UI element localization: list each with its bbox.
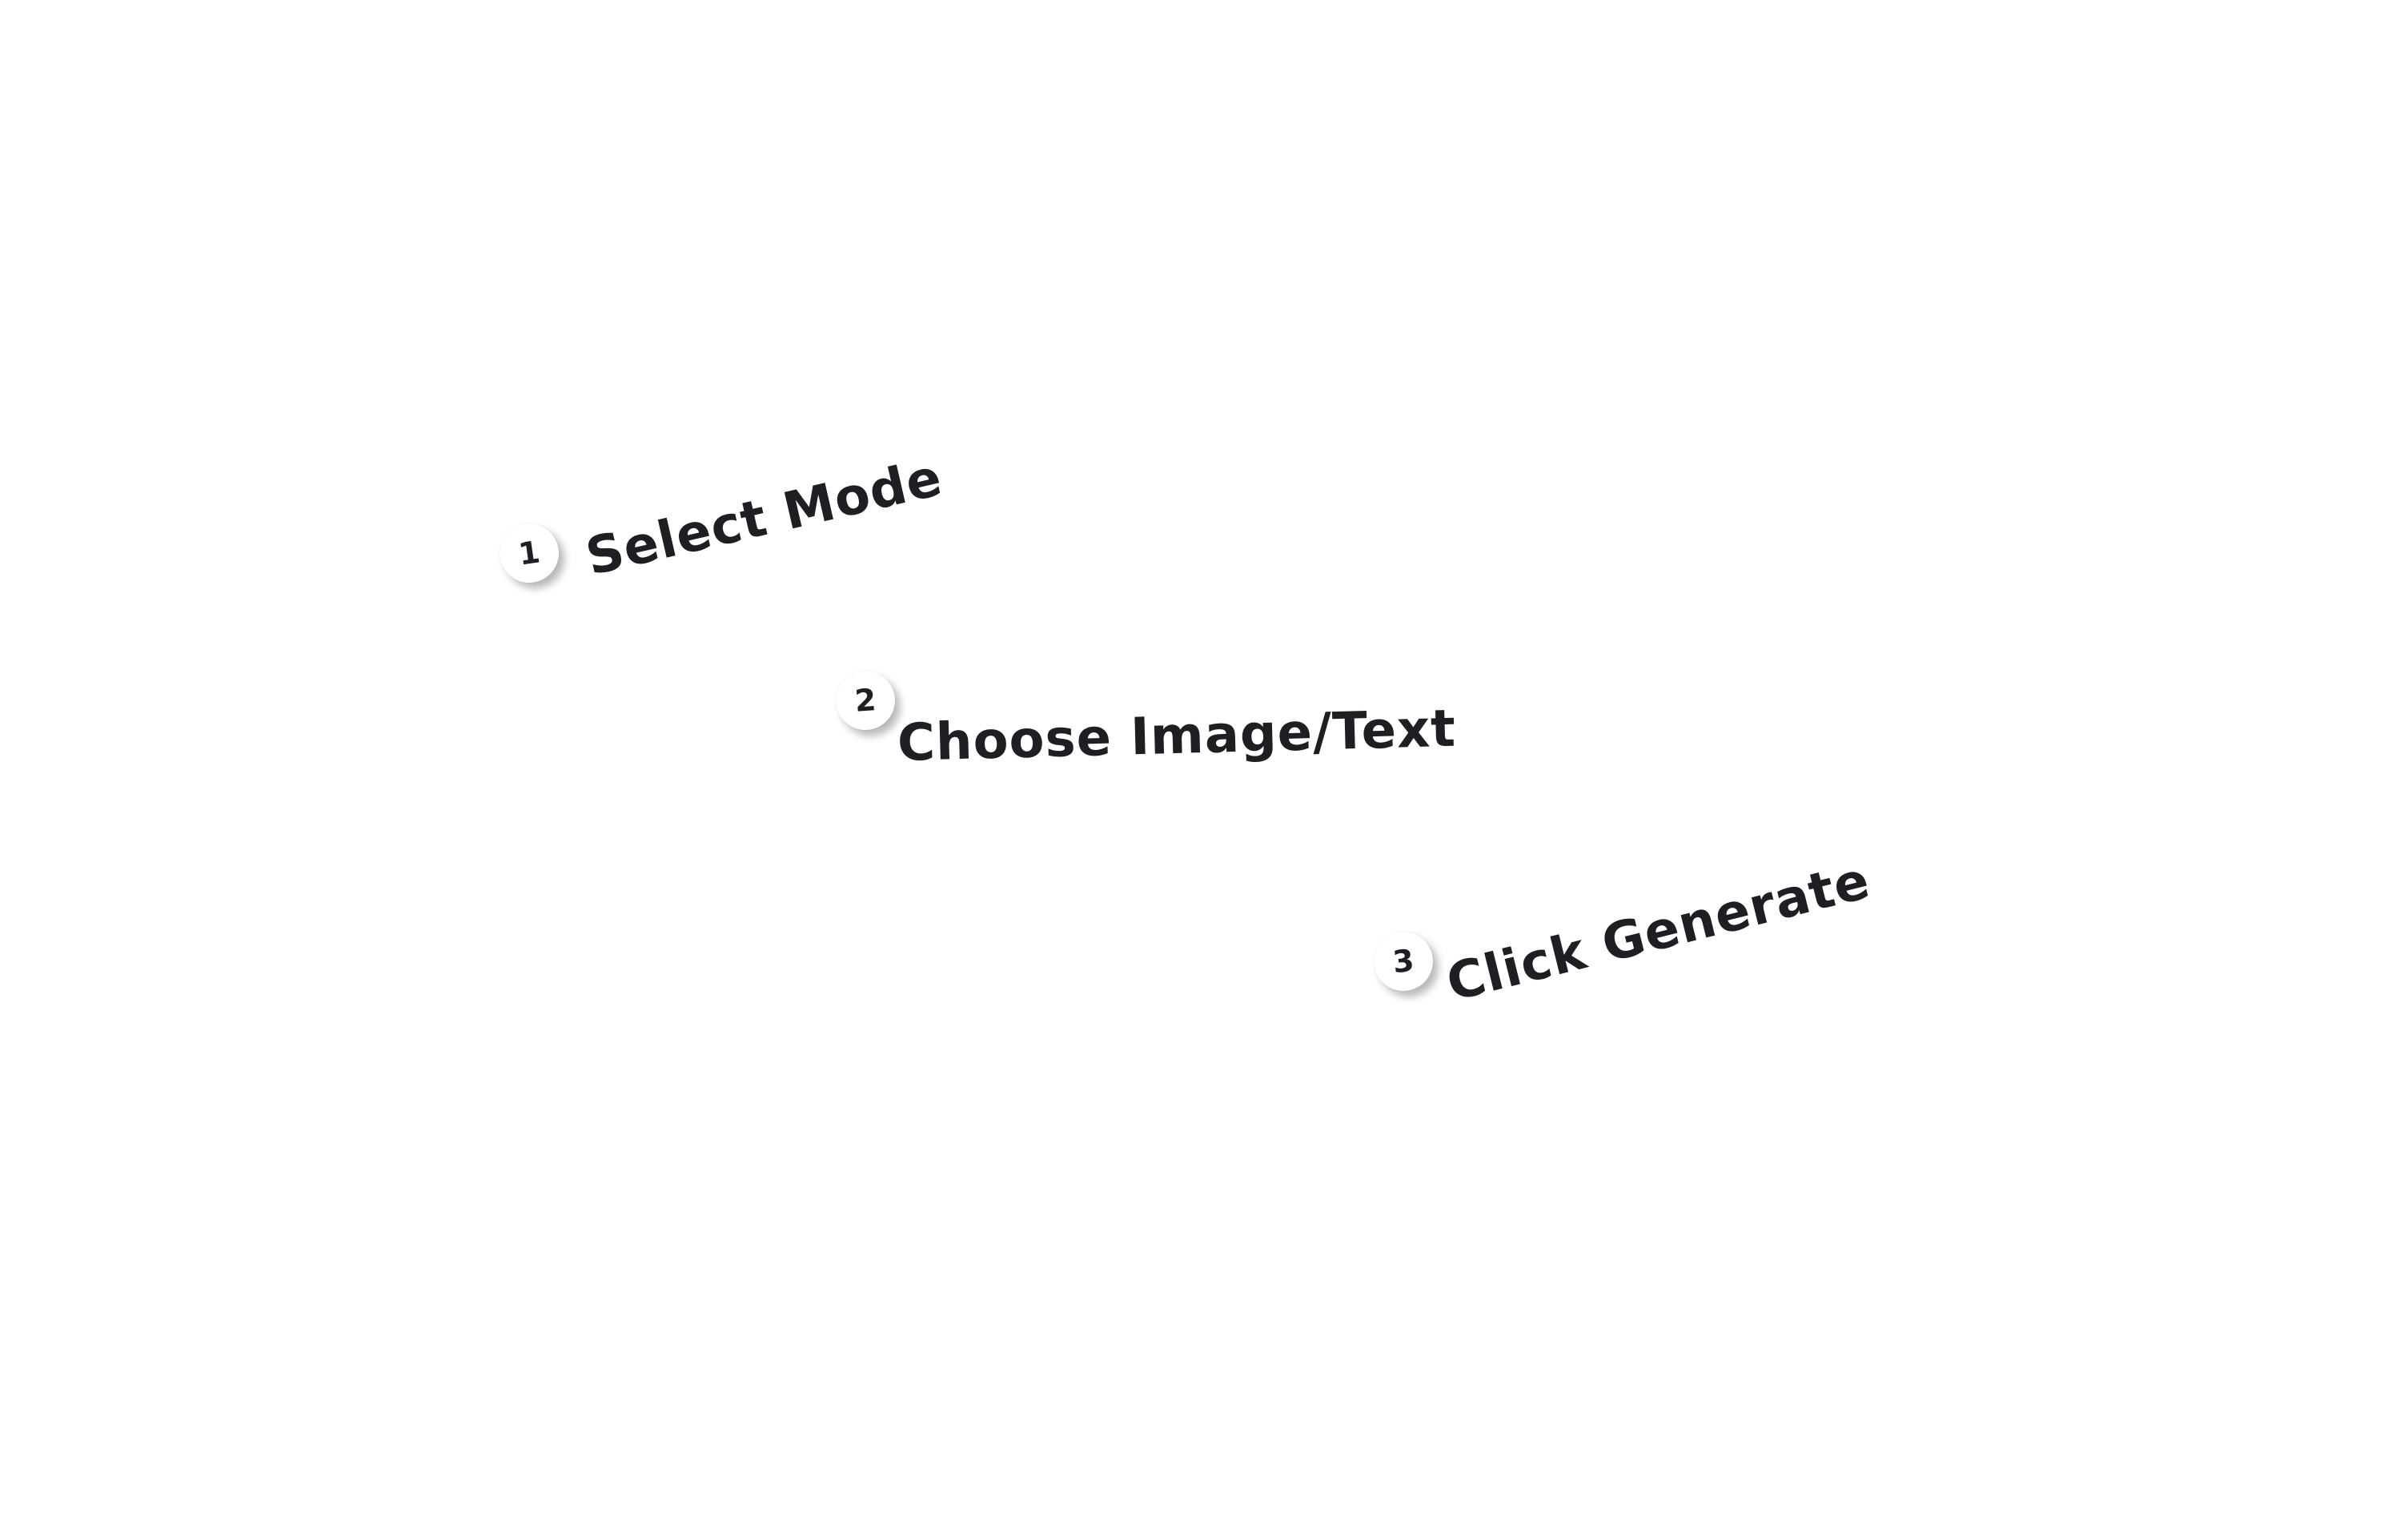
step-number-badge-1: 1 [496,519,563,587]
step-number-badge-2: 2 [833,668,897,732]
step-number-badge-3: 3 [1371,928,1436,994]
step-label-choose-image-text: Choose Image/Text [897,699,1457,773]
step-label-click-generate: Click Generate [1441,851,1876,1013]
step-label-select-mode: Select Mode [580,447,948,588]
